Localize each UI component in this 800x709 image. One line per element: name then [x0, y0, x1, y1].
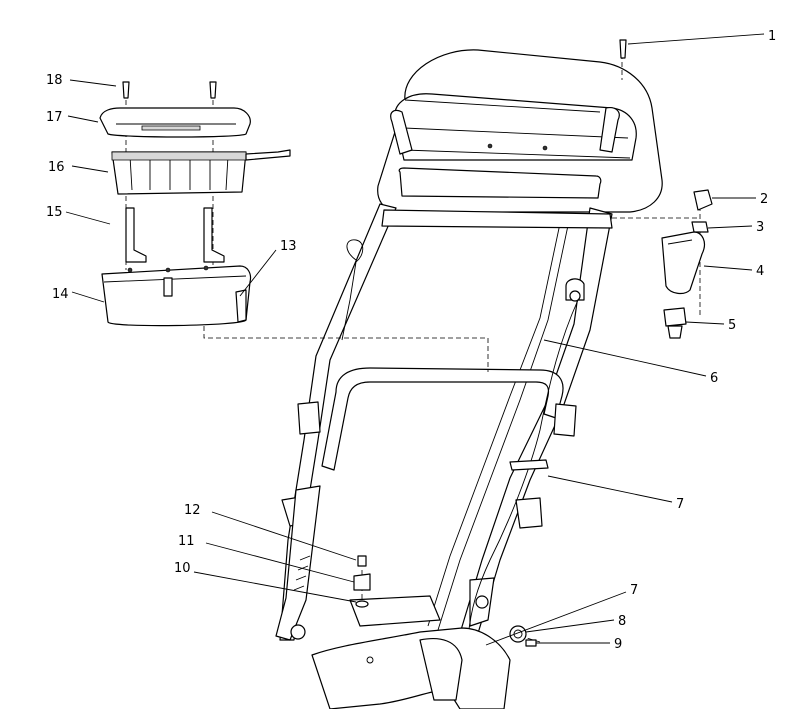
callout-5: 5 — [728, 318, 736, 333]
leader-lines — [65, 33, 765, 646]
callout-13: 13 — [280, 239, 297, 254]
callout-7-lower: 7 — [630, 583, 638, 598]
grass-bag-assembly — [99, 81, 291, 327]
switch-assembly — [619, 39, 713, 339]
handle-assembly — [275, 49, 663, 709]
callout-17: 17 — [46, 110, 63, 125]
callout-18: 18 — [46, 73, 63, 88]
callout-14: 14 — [52, 287, 69, 302]
callout-2: 2 — [760, 192, 768, 207]
fasteners — [353, 555, 537, 647]
callout-labels: 1 2 3 4 5 6 7 7 8 9 10 11 12 13 14 15 16… — [46, 29, 776, 652]
callout-16: 16 — [48, 160, 65, 175]
callout-8: 8 — [618, 614, 626, 629]
callout-11: 11 — [178, 534, 195, 549]
callout-1: 1 — [768, 29, 776, 44]
callout-12: 12 — [184, 503, 201, 518]
callout-6: 6 — [710, 371, 718, 386]
callout-15: 15 — [46, 205, 63, 220]
callout-9: 9 — [614, 637, 622, 652]
callout-10: 10 — [174, 561, 191, 576]
callout-4: 4 — [756, 264, 764, 279]
callout-7-upper: 7 — [676, 497, 684, 512]
callout-3: 3 — [756, 220, 764, 235]
